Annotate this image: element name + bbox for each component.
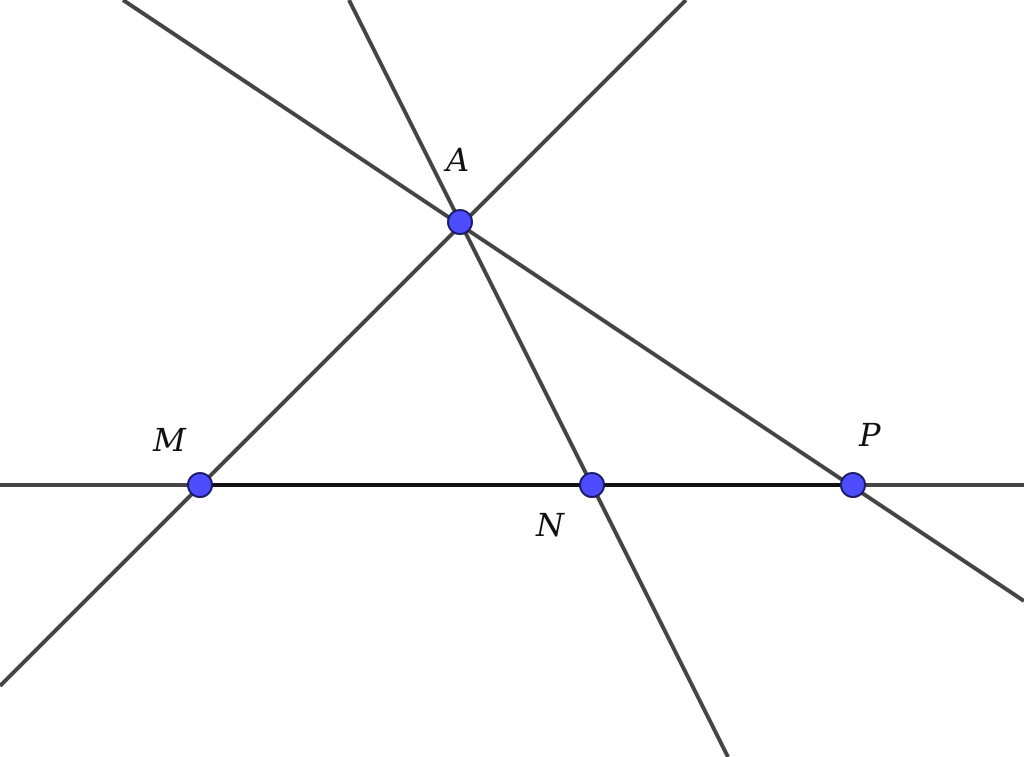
point-M[interactable] bbox=[187, 472, 213, 498]
line-AP bbox=[121, 0, 1024, 603]
point-A[interactable] bbox=[447, 209, 473, 235]
point-label-N: N bbox=[535, 506, 565, 544]
point-label-M: M bbox=[152, 421, 187, 459]
line-AN bbox=[347, 0, 730, 757]
line-AM bbox=[0, 0, 688, 688]
point-label-A: A bbox=[443, 141, 469, 179]
point-label-P: P bbox=[858, 416, 881, 454]
point-N[interactable] bbox=[579, 472, 605, 498]
point-P[interactable] bbox=[840, 472, 866, 498]
